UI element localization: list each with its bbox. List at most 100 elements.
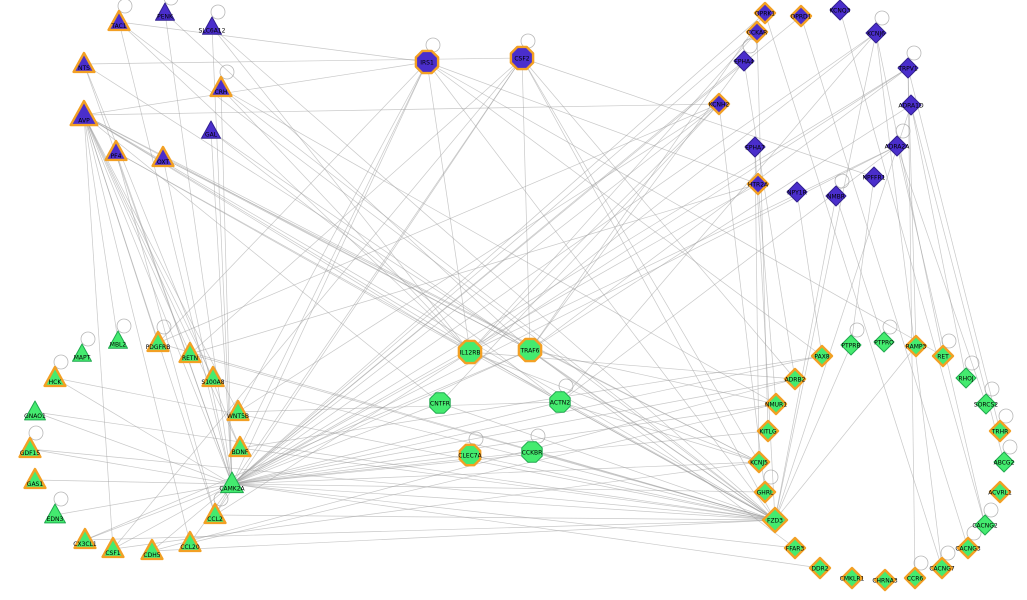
node-ADRA2A[interactable] (886, 135, 908, 157)
node-WNT5B[interactable] (226, 399, 250, 422)
edge (231, 483, 766, 493)
node-CCR6[interactable] (903, 566, 927, 590)
self-loop (763, 469, 779, 485)
node-PAX8[interactable] (810, 344, 834, 368)
edge (83, 114, 441, 404)
node-FFAR3[interactable] (783, 536, 807, 560)
node-ABCG2[interactable] (993, 451, 1015, 473)
node-EPHA4[interactable] (733, 50, 755, 72)
edge (157, 103, 720, 344)
node-TRAF6[interactable] (517, 337, 543, 363)
node-RHOJ[interactable] (955, 367, 977, 389)
node-PTPRO[interactable] (873, 331, 895, 353)
node-KCNJ5[interactable] (747, 450, 771, 474)
edge (151, 483, 233, 552)
node-CDH5[interactable] (140, 538, 164, 561)
edge (54, 483, 233, 516)
node-ADRA1D[interactable] (900, 94, 922, 116)
node-OXT[interactable] (151, 145, 175, 168)
node-CHRNA3[interactable] (873, 568, 897, 592)
node-EPHA7[interactable] (744, 136, 766, 158)
node-AVP[interactable] (69, 99, 99, 127)
node-PDGFRB[interactable] (146, 330, 170, 353)
edge (469, 454, 776, 521)
self-loop (964, 355, 980, 371)
self-loop (80, 331, 96, 347)
node-S100A8[interactable] (201, 365, 225, 388)
node-CCL2[interactable] (203, 502, 227, 525)
node-RAMP3[interactable] (904, 334, 928, 358)
node-CSF2[interactable] (509, 45, 535, 71)
node-NTS[interactable] (72, 51, 96, 74)
node-ACTN2[interactable] (549, 391, 571, 413)
node-TRHR[interactable] (988, 419, 1012, 443)
node-DDR2[interactable] (808, 556, 832, 580)
edge (210, 130, 233, 485)
node-HCK[interactable] (43, 365, 67, 388)
node-GHRL[interactable] (753, 480, 777, 504)
node-PF4[interactable] (104, 139, 128, 162)
node-SORCS2[interactable] (975, 393, 997, 415)
edge (210, 130, 561, 403)
edge (529, 60, 745, 351)
node-FZD3[interactable] (761, 506, 789, 534)
node-CLEC7A[interactable] (458, 443, 482, 467)
node-KCNH2[interactable] (707, 92, 731, 116)
node-GNAO1[interactable] (24, 400, 46, 421)
node-IL12RB[interactable] (457, 339, 483, 365)
node-CRH[interactable] (209, 75, 233, 98)
edge (529, 104, 912, 351)
node-CACNG2[interactable] (974, 514, 996, 536)
node-GDF15[interactable] (18, 436, 42, 459)
node-ACVRL1[interactable] (988, 480, 1012, 504)
node-CSF1[interactable] (101, 536, 125, 559)
node-NMUR1[interactable] (764, 392, 788, 416)
node-CMKLR1[interactable] (840, 566, 864, 590)
node-KITLG[interactable] (756, 419, 780, 443)
node-HTR2A[interactable] (746, 172, 770, 196)
self-loop (983, 502, 999, 518)
node-EDN3[interactable] (44, 503, 66, 524)
node-KCNJ6[interactable] (865, 22, 887, 44)
node-NMBR[interactable] (825, 185, 847, 207)
node-CCKAR[interactable] (745, 20, 769, 44)
edge (112, 57, 523, 550)
node-PTPRB[interactable] (840, 334, 862, 356)
self-loop (742, 38, 758, 54)
node-CX3CL1[interactable] (73, 527, 97, 550)
node-KCNQ3[interactable] (829, 0, 851, 21)
edge (896, 145, 986, 526)
node-MAPT[interactable] (72, 343, 92, 362)
node-OPRD1[interactable] (789, 4, 813, 28)
node-BDNF[interactable] (228, 435, 252, 458)
edge (220, 87, 777, 405)
node-TRPV1[interactable] (897, 57, 919, 79)
edge (559, 145, 898, 403)
node-CCKBR[interactable] (521, 441, 543, 463)
node-NPFFR1[interactable] (863, 166, 885, 188)
edge (231, 355, 823, 485)
node-OPRK1[interactable] (753, 1, 777, 25)
node-PENK[interactable] (155, 2, 175, 21)
node-GAS1[interactable] (23, 467, 47, 490)
edge (559, 401, 760, 463)
node-CNTFR[interactable] (429, 392, 451, 414)
edge (112, 483, 233, 550)
node-GAL[interactable] (201, 120, 221, 139)
edge (469, 32, 877, 353)
node-RETN[interactable] (178, 341, 202, 364)
node-TAC1[interactable] (107, 9, 131, 32)
node-ADRB2[interactable] (783, 367, 807, 391)
node-CACNG3[interactable] (956, 536, 980, 560)
edge (214, 514, 776, 521)
node-NPY1R[interactable] (786, 181, 808, 203)
node-SLC6A12[interactable] (202, 16, 222, 35)
node-RET[interactable] (931, 344, 955, 368)
node-CCL20[interactable] (178, 530, 202, 553)
edge (774, 32, 877, 521)
node-CACNG7[interactable] (930, 556, 954, 580)
node-MBL2[interactable] (108, 330, 128, 349)
node-CAMK2A[interactable] (220, 471, 244, 494)
node-IRS1[interactable] (414, 49, 440, 75)
